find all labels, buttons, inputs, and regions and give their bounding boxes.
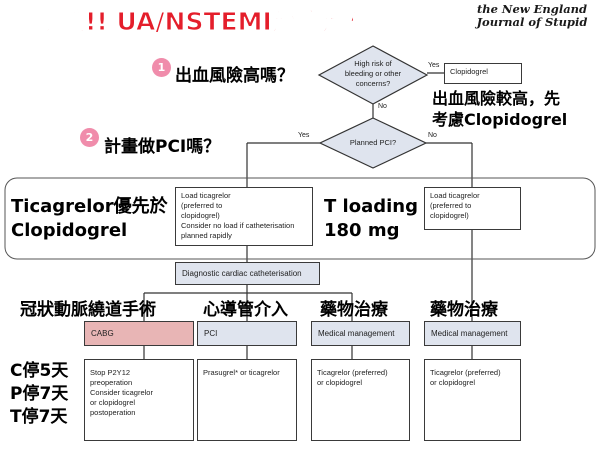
load-right-line-2: (preferred to [430,201,472,210]
load-right-line-3: clopidogrel) [430,211,469,220]
high-bleeding-note-line-1: 出血風險較高，先 [432,89,561,108]
step-2-badge: 2 [80,128,99,147]
loading-row-frame [4,177,596,260]
diamond-pci-shape [318,117,428,169]
diamond-pci-text: Planned PCI? [349,138,397,147]
stop-ticagrelor: T停7天 [10,407,68,427]
detail-medical-1: Ticagrelor (preferred) or clopidogrel [311,359,410,441]
page-title: 最新版!! UA/NSTEMI治療流程圖 [10,7,398,37]
step-2-question: 計畫做PCI嗎？ [104,137,221,157]
diamond-pci-no: No [428,132,437,139]
high-bleeding-note-line-2: 考慮Clopidogrel [432,110,568,129]
header-pci: PCI [197,321,297,346]
detail-cabg-line-3: Consider ticagrelor [90,388,153,397]
ticagrelor-note: Ticagrelor優先於 Clopidogrel [11,195,168,243]
high-bleeding-note: 出血風險較高，先 考慮Clopidogrel [432,88,567,130]
diamond-bleeding-line-3: concerns? [355,79,391,88]
diamond-bleeding-line-2: bleeding or other [344,69,402,78]
detail-cabg-line-2: preoperation [90,378,133,387]
header-medical-2: Medical management [424,321,521,346]
diamond-bleeding-no: No [378,103,387,110]
ticagrelor-note-line-2: Clopidogrel [11,220,128,241]
stop-prasugrel: P停7天 [10,384,69,404]
step-1-badge: 1 [152,58,171,77]
detail-medical-2-line-2: or clopidogrel [430,378,476,387]
catheterisation-box: Diagnostic cardiac catheterisation [175,262,320,285]
loading-dose-line-2: 180 mg [324,220,400,241]
diamond-bleeding-line-1: High risk of [354,59,392,68]
diamond-bleeding-yes: Yes [428,62,440,69]
label-pci: 心導管介入 [203,300,288,320]
diamond-pci-yes: Yes [298,132,310,139]
detail-pci-line-1: Prasugrel* or ticagrelor [203,368,280,377]
detail-medical-1-line-2: or clopidogrel [317,378,363,387]
detail-medical-2: Ticagrelor (preferred) or clopidogrel [424,359,521,441]
label-cabg: 冠狀動脈繞道手術 [20,300,156,320]
logo-line-2: Journal of Stupid [476,15,588,29]
load-ticagrelor-box-left: Load ticagrelor (preferred to clopidogre… [175,187,313,246]
load-left-line-2: (preferred to [181,201,223,210]
load-right-line-1: Load ticagrelor [430,191,480,200]
diamond-bleeding-shape [317,45,429,105]
load-left-line-5: planned rapidly [181,231,232,240]
header-cabg: CABG [84,321,194,346]
step-1-question: 出血風險高嗎？ [175,66,294,86]
loading-dose-note: T loading 180 mg [324,195,418,243]
label-medical-1: 藥物治療 [320,300,388,320]
ticagrelor-note-line-1: Ticagrelor優先於 [11,196,168,217]
load-ticagrelor-box-right: Load ticagrelor (preferred to clopidogre… [424,187,521,230]
detail-cabg: Stop P2Y12 preoperation Consider ticagre… [84,359,194,441]
journal-logo: the New England Journal of Stupid [468,3,596,29]
stop-durations: C停5天 P停7天 T停7天 [10,360,68,429]
logo-line-1: the New England [476,2,588,16]
detail-cabg-line-5: postoperation [90,408,136,417]
stop-clopidogrel: C停5天 [10,361,69,381]
load-left-line-4: Consider no load if catheterisation [181,221,295,230]
detail-cabg-line-1: Stop P2Y12 [90,368,131,377]
detail-cabg-line-4: or clopidogrel [90,398,136,407]
load-left-line-3: clopidogrel) [181,211,220,220]
label-medical-2: 藥物治療 [430,300,498,320]
header-medical-1: Medical management [311,321,410,346]
loading-dose-line-1: T loading [324,196,418,217]
detail-medical-2-line-1: Ticagrelor (preferred) [430,368,501,377]
detail-pci: Prasugrel* or ticagrelor [197,359,297,441]
diamond-bleeding-text: High risk of bleeding or other concerns? [330,59,416,89]
load-left-line-1: Load ticagrelor [181,191,231,200]
clopidogrel-box: Clopidogrel [444,63,522,84]
detail-medical-1-line-1: Ticagrelor (preferred) [317,368,388,377]
